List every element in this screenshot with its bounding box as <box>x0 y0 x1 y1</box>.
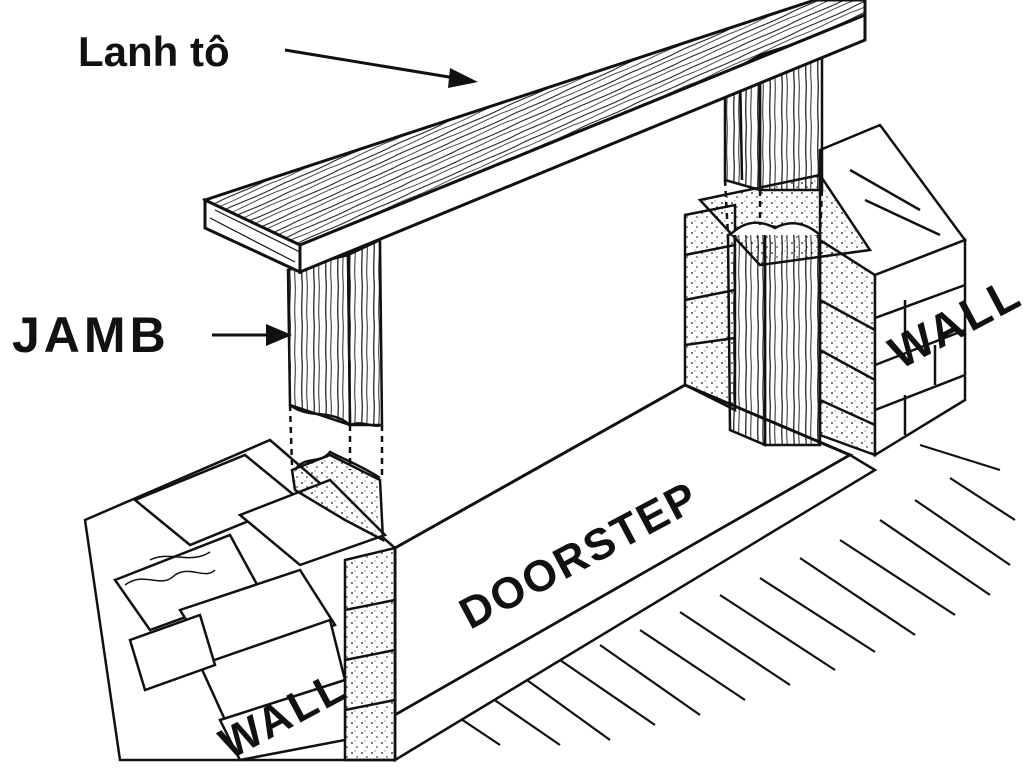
left-brick-wall <box>83 438 397 762</box>
jamb-label: JAMB <box>12 307 170 363</box>
left-jamb <box>286 238 385 543</box>
lintel-arrow <box>284 48 478 88</box>
lintel-label: Lanh tô <box>78 28 230 75</box>
right-jamb <box>723 33 824 447</box>
jamb-arrow <box>212 324 292 346</box>
doorstep-slab <box>393 383 878 763</box>
ground-hatching <box>439 443 1016 746</box>
lintel-beam <box>201 0 867 275</box>
